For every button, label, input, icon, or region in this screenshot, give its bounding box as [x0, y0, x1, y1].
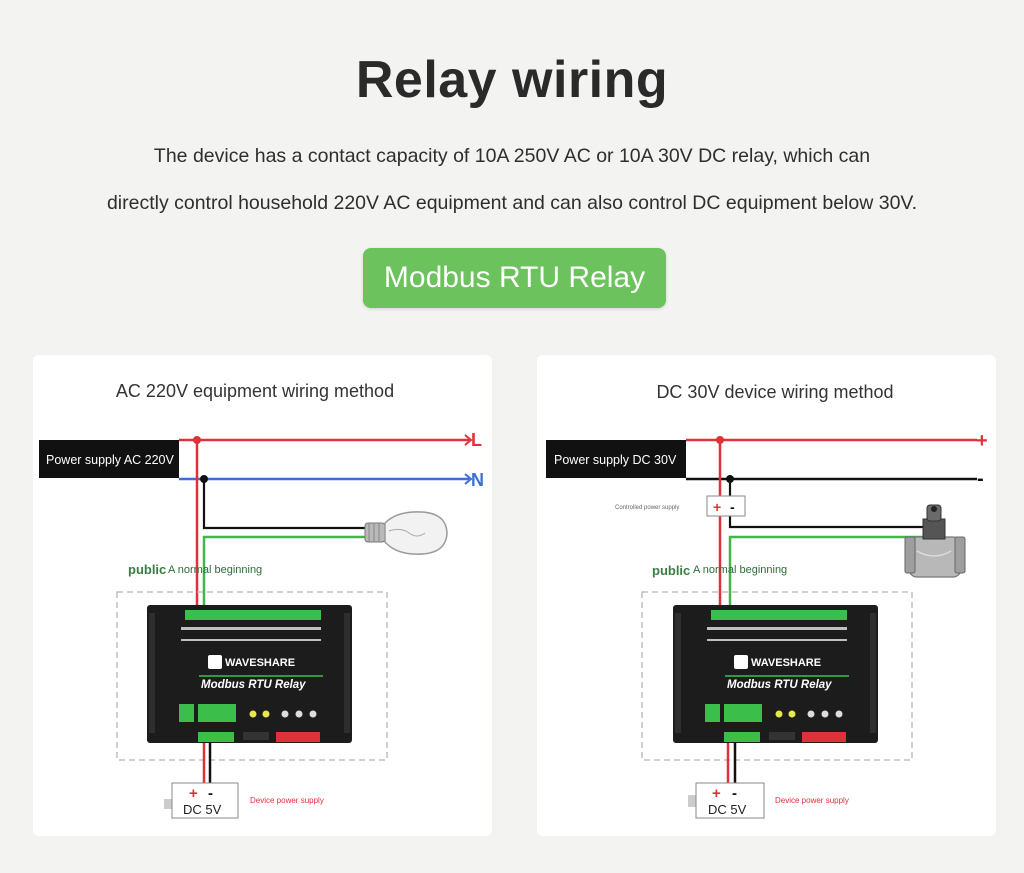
description-line-2: directly control household 220V AC equip… [106, 192, 918, 214]
line-L-label: L [471, 430, 482, 450]
ctrl-plus-label: + [713, 499, 721, 515]
power-supply-label: Power supply DC 30V [554, 453, 677, 467]
panel-title: AC 220V equipment wiring method [116, 381, 394, 401]
psu-plus-label: + [712, 785, 721, 802]
controlled-supply-box [706, 495, 746, 517]
description-line-1: The device has a contact capacity of 10A… [153, 145, 871, 167]
normal-open-wire [728, 535, 923, 610]
waveshare-logo-icon [734, 655, 748, 669]
panel-title: DC 30V device wiring method [656, 382, 893, 402]
psu-note: Device power supply [250, 796, 324, 805]
public-label: public [652, 563, 690, 578]
psu-plus-label: + [189, 785, 198, 802]
neutral-to-load-wire [202, 479, 368, 530]
line-N-label: N [471, 470, 484, 490]
normal-open-wire [202, 535, 368, 610]
psu-voltage-label: DC 5V [708, 802, 747, 817]
dc-wiring-diagram: DC 30V device wiring method Power supply… [546, 382, 988, 819]
waveshare-logo-icon [208, 655, 222, 669]
solenoid-valve-icon [904, 504, 966, 578]
controlled-supply-label: Controlled power supply [615, 505, 679, 511]
relay-module: WAVESHARE Modbus RTU Relay [147, 605, 352, 743]
arrow-right-icon [464, 473, 473, 485]
dc5v-box [171, 782, 239, 819]
normal-open-label: A normal beginning [693, 564, 787, 576]
device-model: Modbus RTU Relay [201, 679, 306, 691]
device-brand: WAVESHARE [751, 657, 821, 669]
relay-module: WAVESHARE Modbus RTU Relay [673, 605, 878, 743]
ac-wiring-diagram: AC 220V equipment wiring method Power su… [39, 381, 484, 819]
arrow-right-icon [464, 434, 473, 446]
ctrl-minus-label: - [730, 499, 735, 515]
power-supply-label: Power supply AC 220V [46, 453, 175, 467]
psu-voltage-label: DC 5V [183, 802, 222, 817]
normal-open-label: A normal beginning [168, 564, 262, 576]
line-plus-label: + [976, 430, 988, 452]
device-brand: WAVESHARE [225, 657, 295, 669]
dc-wiring-panel: DC 30V device wiring method Power supply… [537, 355, 996, 836]
negative-to-load-wire [728, 479, 923, 529]
light-bulb-icon [364, 511, 448, 555]
line-minus-label: - [977, 468, 984, 490]
psu-minus-label: - [208, 785, 213, 802]
ac-wiring-panel: AC 220V equipment wiring method Power su… [33, 355, 492, 836]
psu-note: Device power supply [775, 796, 849, 805]
dc5v-box [695, 782, 765, 819]
modbus-rtu-relay-button[interactable]: Modbus RTU Relay [363, 248, 666, 308]
psu-plug [688, 795, 696, 807]
psu-plug [164, 799, 172, 809]
device-area [116, 591, 388, 761]
public-label: public [128, 562, 166, 577]
psu-minus-label: - [732, 785, 737, 802]
power-supply-box [546, 440, 686, 478]
power-supply-box [39, 440, 179, 478]
device-model: Modbus RTU Relay [727, 679, 832, 691]
device-area [641, 591, 913, 761]
page-title: Relay wiring [355, 51, 669, 109]
